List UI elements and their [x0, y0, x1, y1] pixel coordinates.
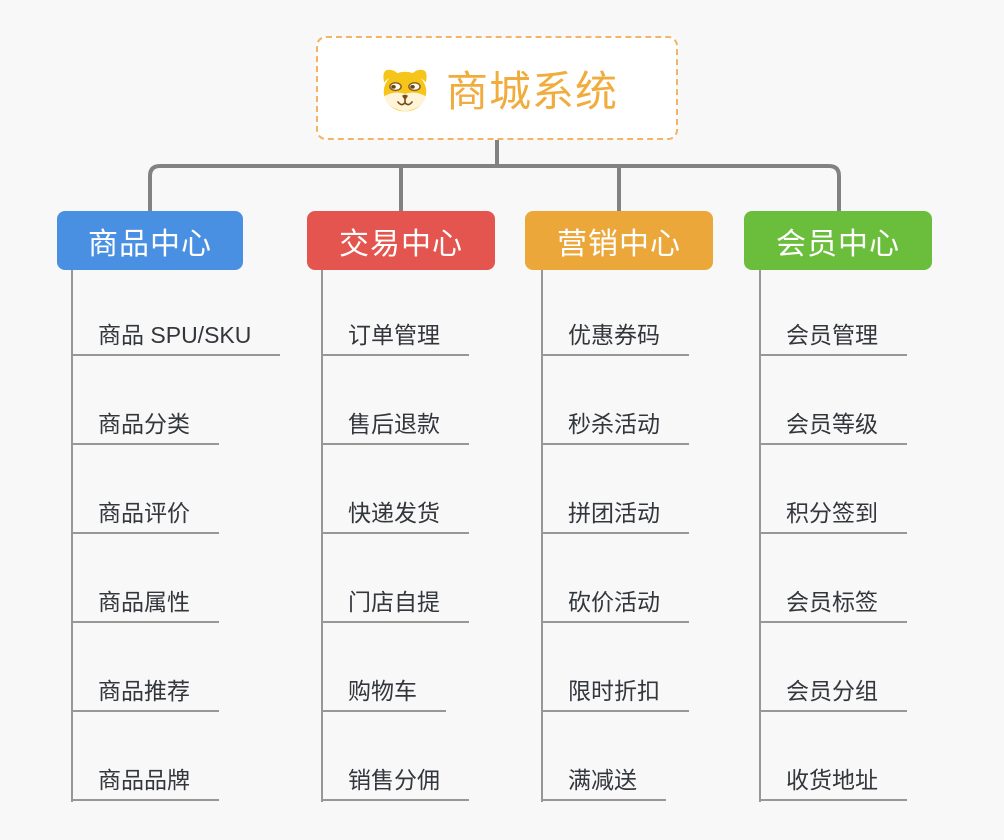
leaf-topic[interactable]: 订单管理: [322, 316, 469, 356]
branch-node-transaction-center[interactable]: 交易中心: [307, 211, 495, 270]
leaf-label: 商品评价: [98, 499, 190, 526]
leaf-label: 订单管理: [348, 321, 440, 348]
leaf-label: 商品分类: [98, 410, 190, 437]
leaf-topic[interactable]: 会员等级: [760, 405, 907, 445]
leaf-topic[interactable]: 商品评价: [72, 494, 219, 534]
root-title: 商城系统: [445, 67, 618, 115]
leaf-topic[interactable]: 购物车: [322, 672, 446, 712]
leaf-label: 优惠券码: [568, 321, 660, 348]
leaf-topic[interactable]: 商品推荐: [72, 672, 219, 712]
leaf-topic[interactable]: 会员分组: [760, 672, 907, 712]
leaf-label: 秒杀活动: [568, 410, 660, 437]
leaf-topic[interactable]: 优惠券码: [542, 316, 689, 356]
branch-node-marketing-center[interactable]: 营销中心: [525, 211, 713, 270]
leaf-topic[interactable]: 门店自提: [322, 583, 469, 623]
leaf-label: 商品属性: [98, 588, 190, 615]
leaf-label: 商品 SPU/SKU: [98, 321, 252, 348]
leaf-topic[interactable]: 商品 SPU/SKU: [72, 316, 281, 356]
leaf-label: 会员标签: [786, 588, 878, 615]
leaf-label: 商品品牌: [98, 766, 190, 793]
branch-spine-line: [541, 270, 543, 802]
leaf-topic[interactable]: 秒杀活动: [542, 405, 689, 445]
leaf-topic[interactable]: 限时折扣: [542, 672, 689, 712]
leaf-topic[interactable]: 商品分类: [72, 405, 219, 445]
leaf-topic[interactable]: 拼团活动: [542, 494, 689, 534]
shiba-dog-icon: [376, 61, 434, 115]
leaf-label: 砍价活动: [568, 588, 660, 615]
leaf-topic[interactable]: 收货地址: [760, 761, 907, 801]
leaf-label: 拼团活动: [568, 499, 660, 526]
leaf-label: 限时折扣: [568, 677, 660, 704]
leaf-label: 销售分佣: [348, 766, 440, 793]
branch-spine-line: [321, 270, 323, 802]
leaf-topic[interactable]: 快递发货: [322, 494, 469, 534]
leaf-label: 满减送: [568, 766, 637, 793]
leaf-label: 积分签到: [786, 499, 878, 526]
leaf-label: 收货地址: [786, 766, 878, 793]
leaf-label: 购物车: [348, 677, 417, 704]
leaf-topic[interactable]: 砍价活动: [542, 583, 689, 623]
branch-spine-line: [71, 270, 73, 802]
leaf-topic[interactable]: 积分签到: [760, 494, 907, 534]
leaf-topic[interactable]: 商品品牌: [72, 761, 219, 801]
leaf-label: 会员分组: [786, 677, 878, 704]
leaf-label: 商品推荐: [98, 677, 190, 704]
branch-spine-line: [759, 270, 761, 802]
root-node[interactable]: 商城系统: [316, 36, 678, 140]
branch-node-member-center[interactable]: 会员中心: [744, 211, 932, 270]
leaf-topic[interactable]: 售后退款: [322, 405, 469, 445]
leaf-label: 门店自提: [348, 588, 440, 615]
leaf-topic[interactable]: 满减送: [542, 761, 666, 801]
leaf-topic[interactable]: 会员标签: [760, 583, 907, 623]
leaf-label: 会员等级: [786, 410, 878, 437]
leaf-topic[interactable]: 商品属性: [72, 583, 219, 623]
leaf-topic[interactable]: 销售分佣: [322, 761, 469, 801]
leaf-topic[interactable]: 会员管理: [760, 316, 907, 356]
leaf-label: 售后退款: [348, 410, 440, 437]
leaf-label: 会员管理: [786, 321, 878, 348]
leaf-label: 快递发货: [348, 499, 440, 526]
branch-node-product-center[interactable]: 商品中心: [57, 211, 243, 270]
